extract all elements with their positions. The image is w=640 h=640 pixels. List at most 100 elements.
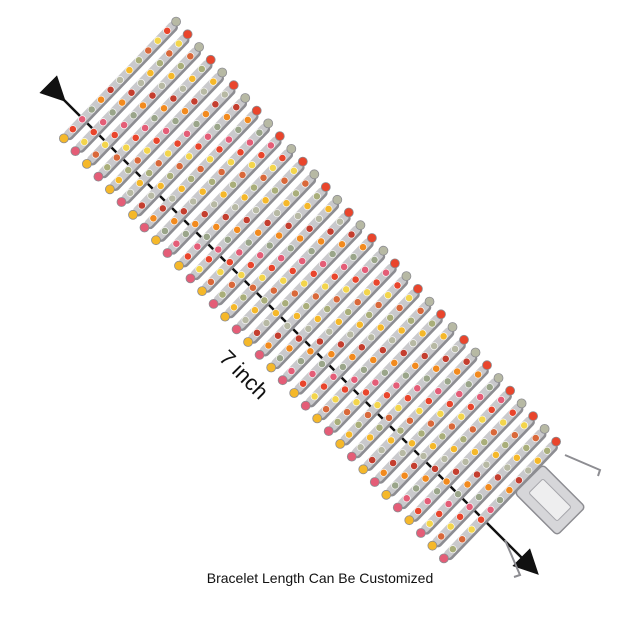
gem-bead bbox=[212, 222, 221, 231]
bracelet-link bbox=[312, 296, 435, 424]
end-stone bbox=[217, 67, 228, 78]
bracelet-link bbox=[231, 207, 354, 335]
end-stone bbox=[366, 233, 377, 243]
end-stone bbox=[185, 273, 196, 284]
gem-bead bbox=[376, 323, 385, 332]
gem-bead bbox=[473, 470, 481, 479]
gem-bead bbox=[361, 265, 369, 274]
gem-bead bbox=[200, 210, 209, 219]
gem-bead bbox=[531, 434, 540, 442]
gem-bead bbox=[356, 443, 365, 452]
end-stone bbox=[427, 540, 438, 551]
end-stone bbox=[436, 309, 446, 320]
gem-bead bbox=[399, 349, 408, 357]
gem-bead bbox=[91, 150, 100, 159]
gem-bead bbox=[439, 332, 448, 341]
gem-bead bbox=[227, 158, 235, 167]
gem-bead bbox=[475, 493, 483, 501]
gem-bead bbox=[246, 261, 255, 269]
gem-bead bbox=[242, 216, 251, 224]
gem-bead bbox=[243, 116, 252, 124]
gem-bead bbox=[312, 192, 321, 201]
gem-bead bbox=[311, 292, 320, 301]
gem-bead bbox=[390, 358, 399, 367]
end-stone bbox=[323, 426, 334, 437]
end-stone bbox=[438, 553, 449, 564]
gem-bead bbox=[133, 156, 142, 165]
gem-bead bbox=[380, 368, 389, 377]
gem-bead bbox=[363, 288, 371, 297]
gem-bead bbox=[345, 430, 353, 439]
gem-bead bbox=[260, 296, 269, 305]
gem-bead bbox=[266, 141, 275, 150]
gem-bead bbox=[441, 354, 450, 363]
bracelet-link bbox=[105, 67, 228, 195]
gem-bead bbox=[445, 400, 454, 408]
bracelet-link bbox=[197, 169, 320, 297]
gem-bead bbox=[377, 446, 386, 455]
end-stone bbox=[220, 311, 231, 322]
gem-bead bbox=[287, 367, 296, 375]
end-stone bbox=[320, 182, 331, 192]
gem-bead bbox=[178, 84, 187, 93]
gem-bead bbox=[432, 364, 441, 373]
gem-bead bbox=[306, 347, 315, 356]
gem-bead bbox=[204, 132, 212, 141]
gem-bead bbox=[346, 330, 355, 339]
end-stone bbox=[59, 133, 69, 144]
bracelet-link bbox=[300, 283, 423, 411]
bracelet-link bbox=[185, 156, 308, 284]
gem-bead bbox=[329, 372, 338, 381]
gem-bead bbox=[298, 257, 307, 265]
gem-bead bbox=[185, 152, 193, 161]
gem-bead bbox=[394, 404, 403, 412]
gem-bead bbox=[273, 209, 281, 217]
bracelet-link bbox=[415, 411, 538, 538]
gem-bead bbox=[274, 331, 282, 340]
gem-bead bbox=[486, 505, 495, 514]
end-stone bbox=[194, 42, 205, 52]
gem-bead bbox=[417, 429, 426, 438]
bracelet-link bbox=[116, 80, 239, 207]
gem-bead bbox=[237, 271, 246, 279]
gem-bead bbox=[222, 113, 231, 121]
gem-bead bbox=[375, 423, 384, 432]
gem-bead bbox=[248, 161, 256, 169]
gem-bead bbox=[412, 484, 420, 493]
gem-bead bbox=[80, 137, 89, 146]
gem-bead bbox=[116, 76, 124, 84]
gem-bead bbox=[424, 397, 433, 405]
gem-bead bbox=[405, 416, 414, 425]
end-stone bbox=[539, 423, 550, 434]
gem-bead bbox=[163, 26, 172, 35]
gem-bead bbox=[444, 500, 453, 508]
gem-bead bbox=[362, 388, 370, 397]
bracelet-link bbox=[82, 42, 205, 169]
gem-bead bbox=[220, 90, 229, 99]
gem-bead bbox=[166, 172, 175, 180]
gem-bead bbox=[253, 328, 261, 337]
gem-bead bbox=[336, 217, 344, 226]
gem-bead bbox=[467, 525, 476, 534]
bracelet-link bbox=[346, 334, 469, 462]
gem-bead bbox=[229, 180, 237, 189]
gem-bead bbox=[275, 231, 283, 240]
end-stone bbox=[346, 451, 357, 462]
gem-bead bbox=[338, 362, 347, 371]
gem-bead bbox=[434, 387, 443, 396]
bracelet-link bbox=[358, 347, 481, 475]
gem-bead bbox=[442, 477, 451, 486]
gem-bead bbox=[264, 341, 273, 350]
end-stone bbox=[93, 171, 104, 182]
gem-bead bbox=[204, 255, 213, 264]
bracelet-link bbox=[381, 373, 504, 500]
gem-bead bbox=[384, 291, 392, 300]
bracelet-link bbox=[243, 220, 366, 347]
gem-bead bbox=[183, 252, 192, 261]
gem-bead bbox=[512, 453, 521, 462]
gem-bead bbox=[344, 308, 353, 316]
gem-bead bbox=[194, 142, 203, 151]
gem-bead bbox=[310, 392, 319, 401]
gem-bead bbox=[321, 282, 330, 291]
gem-bead bbox=[122, 143, 131, 152]
